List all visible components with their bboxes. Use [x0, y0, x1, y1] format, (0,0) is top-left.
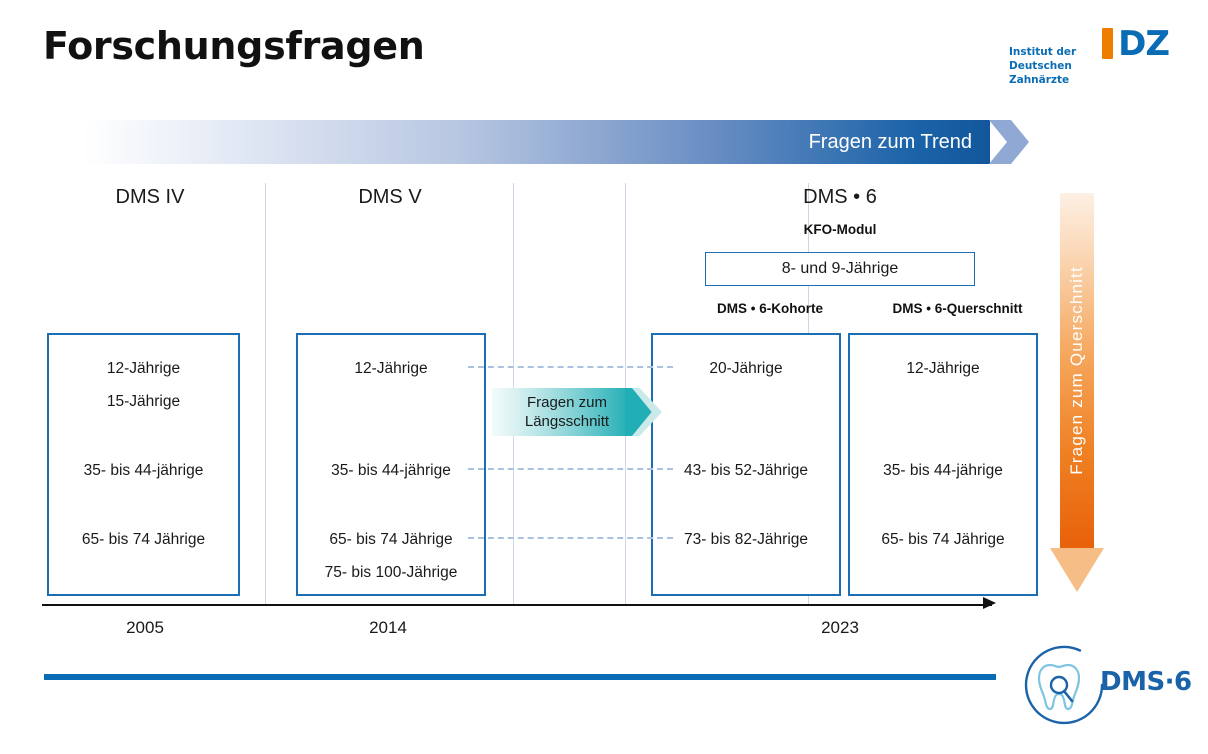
cohort-row: 15-Jährige: [106, 393, 181, 410]
kfo-age-box: 8- und 9-Jährige: [705, 252, 975, 286]
subheader-dms6-kohorte: DMS • 6-Kohorte: [717, 301, 823, 316]
cohort-box-dms-iv: 12-Jährige 15-Jährige 35- bis 44-jährige…: [47, 333, 240, 596]
connector-12-to-20: [468, 366, 673, 368]
column-header-dms-v: DMS V: [358, 186, 422, 208]
longitudinal-arrow-label-line1: Fragen zum: [526, 394, 608, 411]
timeline-year-2014: 2014: [369, 618, 407, 637]
longitudinal-arrow-label: Fragen zum Längsschnitt: [492, 388, 642, 436]
kfo-module-label: KFO-Modul: [803, 222, 877, 237]
cohort-row: 12-Jährige: [906, 360, 980, 377]
column-separator-1: [265, 183, 266, 606]
connector-65-74-to-73-82: [468, 537, 673, 539]
trend-banner-band: [45, 120, 990, 164]
cohort-box-dms-v: 12-Jährige 35- bis 44-jährige 65- bis 74…: [296, 333, 486, 596]
cross-section-arrow-label: Fragen zum Querschnitt: [1060, 193, 1094, 548]
page-title: Forschungsfragen: [43, 24, 425, 68]
idz-i-bar: [1102, 28, 1114, 59]
idz-subtitle: Institut der Deutschen Zahnärzte: [1009, 45, 1117, 87]
cohort-row: 35- bis 44-jährige: [331, 462, 451, 479]
longitudinal-arrow-label-line2: Längsschnitt: [524, 413, 610, 430]
trend-banner-label: Fragen zum Trend: [808, 130, 972, 153]
connector-35-44-to-43-52: [468, 468, 673, 470]
cross-section-arrow-label-text: Fragen zum Querschnitt: [1067, 266, 1086, 475]
subheader-dms6-querschnitt: DMS • 6-Querschnitt: [892, 301, 1023, 316]
timeline-axis: [42, 604, 992, 606]
dms6-wordmark: DMS·6: [1100, 667, 1192, 697]
cohort-row: 73- bis 82-Jährige: [683, 531, 809, 548]
cohort-row: 65- bis 74 Jährige: [881, 531, 1005, 548]
timeline-year-2023: 2023: [821, 618, 859, 637]
cohort-row: 12-Jährige: [106, 360, 181, 377]
dms6-logo: DMS·6: [1016, 645, 1192, 725]
column-header-dms-6: DMS • 6: [803, 186, 877, 208]
kfo-age-box-label: 8- und 9-Jährige: [781, 260, 899, 277]
cohort-row: 35- bis 44-jährige: [83, 462, 204, 479]
timeline-arrowhead-icon: [983, 597, 996, 609]
cohort-row: 20-Jährige: [709, 360, 783, 377]
cohort-row: 12-Jährige: [354, 360, 428, 377]
cross-section-arrow-body: [1060, 193, 1094, 548]
cross-section-arrow-head: [1050, 548, 1104, 592]
column-header-dms-iv: DMS IV: [115, 186, 185, 208]
tooth-magnifier-icon: [1024, 645, 1104, 725]
cohort-row: 75- bis 100-Jährige: [324, 564, 458, 581]
cohort-row: 65- bis 74 Jährige: [81, 531, 206, 548]
longitudinal-arrow-body: [492, 388, 630, 436]
cohort-box-dms6-kohorte: 20-Jährige 43- bis 52-Jährige 73- bis 82…: [651, 333, 841, 596]
idz-wordmark: DZ: [1102, 23, 1170, 64]
idz-subtitle-line1: Institut der: [1009, 46, 1077, 58]
idz-subtitle-line2: Deutschen Zahnärzte: [1009, 60, 1072, 86]
footer-rule: [44, 674, 996, 680]
cohort-row: 35- bis 44-jährige: [883, 462, 1003, 479]
idz-logo: DZ Institut der Deutschen Zahnärzte: [1009, 23, 1170, 87]
trend-banner-arrow-tip: [989, 120, 1029, 164]
idz-dz-letters: DZ: [1118, 23, 1170, 64]
cohort-row: 43- bis 52-Jährige: [683, 462, 809, 479]
timeline-year-2005: 2005: [126, 618, 164, 637]
cohort-box-dms6-querschnitt: 12-Jährige 35- bis 44-jährige 65- bis 74…: [848, 333, 1038, 596]
cohort-row: 65- bis 74 Jährige: [329, 531, 453, 548]
